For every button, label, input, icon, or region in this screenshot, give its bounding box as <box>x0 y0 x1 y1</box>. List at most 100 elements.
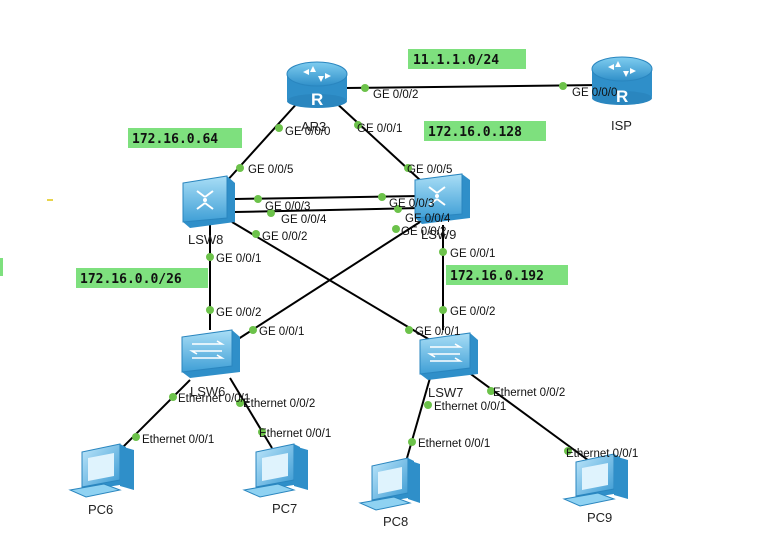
subnet-tag-ar3-lsw8: 172.16.0.64 <box>132 132 218 147</box>
port-label: GE 0/0/4 <box>281 214 327 226</box>
port-label: Ethernet 0/0/1 <box>434 401 506 413</box>
port-label: GE 0/0/2 <box>262 231 307 243</box>
links <box>119 84 601 466</box>
device-label-lsw6: LSW6 <box>190 384 225 399</box>
subnet-tag <box>446 265 568 285</box>
port-label: Ethernet 0/0/1 <box>142 434 214 446</box>
port-label: GE 0/0/0 <box>285 126 330 138</box>
port-label: GE 0/0/2 <box>450 306 495 318</box>
router-icon: R <box>591 56 653 106</box>
port-dot <box>169 393 177 401</box>
l3-switch-icon <box>182 175 235 228</box>
port-label: Ethernet 0/0/2 <box>243 398 315 410</box>
port-dot <box>132 433 140 441</box>
port-label: GE 0/0/3 <box>265 201 310 213</box>
pc-icon <box>68 443 134 498</box>
subnet-tag <box>408 49 526 69</box>
subnet-tags: 11.1.1.0/24 172.16.0.64 172.16.0.128 172… <box>0 49 568 288</box>
link-lsw6-pc7 <box>229 377 273 449</box>
port-dot <box>559 82 567 90</box>
port-label: GE 0/0/2 <box>373 89 418 101</box>
port-label: Ethernet 0/0/2 <box>493 387 565 399</box>
l3-switch-icon <box>414 173 470 224</box>
device-lsw7[interactable]: LSW7 <box>419 332 478 400</box>
link-lsw7-pc9 <box>467 371 593 464</box>
pc-icon <box>242 443 308 498</box>
port-dot <box>267 209 275 217</box>
port-dot <box>564 447 572 455</box>
port-dot <box>378 193 386 201</box>
port-dot <box>487 387 495 395</box>
device-isp[interactable]: R ISP <box>591 56 653 133</box>
pc-icon <box>358 457 420 511</box>
port-label: Ethernet 0/0/1 <box>566 448 638 460</box>
port-label: GE 0/0/3 <box>389 198 434 210</box>
device-label-pc6: PC6 <box>88 502 113 517</box>
subnet-tag <box>76 268 208 288</box>
port-label: GE 0/0/1 <box>357 123 402 135</box>
port-label: GE 0/0/1 <box>216 253 261 265</box>
pc-icon <box>562 453 628 507</box>
device-lsw6[interactable]: LSW6 <box>181 329 240 399</box>
device-pc8[interactable]: PC8 <box>358 457 420 529</box>
device-label-lsw9: LSW9 <box>421 227 456 242</box>
subnet-tag-lsw8-lsw6: 172.16.0.0/26 <box>80 272 182 287</box>
device-label-ar3: AR3 <box>301 119 326 134</box>
device-label-pc9: PC9 <box>587 510 612 525</box>
port-dot <box>275 124 283 132</box>
port-dot <box>258 428 266 436</box>
router-icon: R <box>286 61 348 109</box>
device-pc9[interactable]: PC9 <box>562 453 628 525</box>
port-dot <box>206 253 214 261</box>
port-label: Ethernet 0/0/1 <box>178 393 250 405</box>
link-lsw8-lsw9-g003 <box>234 195 421 200</box>
svg-text:R: R <box>616 87 628 106</box>
link-lsw8-lsw9-g004 <box>234 207 421 213</box>
port-label: GE 0/0/4 <box>405 213 451 225</box>
subnet-tag-lsw9-lsw7: 172.16.0.192 <box>450 269 544 284</box>
port-labels: GE 0/0/2 GE 0/0/0 GE 0/0/0 GE 0/0/1 GE 0… <box>142 87 638 460</box>
device-pc7[interactable]: PC7 <box>242 443 308 516</box>
port-dot <box>439 248 447 256</box>
port-dot <box>404 164 412 172</box>
subnet-tag <box>424 121 546 141</box>
edge-marker <box>0 258 3 276</box>
port-label: GE 0/0/5 <box>248 164 293 176</box>
link-lsw7-pc8 <box>404 377 431 466</box>
port-dot <box>424 401 432 409</box>
l2-switch-icon <box>181 329 240 378</box>
port-label: GE 0/0/2 <box>216 307 261 319</box>
port-label: GE 0/0/1 <box>450 248 495 260</box>
link-lsw9-lsw6 <box>231 221 421 344</box>
device-ar3[interactable]: R AR3 <box>286 61 348 134</box>
port-label: GE 0/0/1 <box>259 326 304 338</box>
port-dot <box>394 205 402 213</box>
port-label: Ethernet 0/0/1 <box>259 428 331 440</box>
device-pc6[interactable]: PC6 <box>68 443 134 517</box>
link-ar3-isp <box>344 84 601 89</box>
edge-marker <box>47 199 53 201</box>
device-label-pc7: PC7 <box>272 501 297 516</box>
link-lsw6-pc6 <box>119 379 191 451</box>
subnet-tag-ar3-lsw9: 172.16.0.128 <box>428 125 522 140</box>
port-label: GE 0/0/5 <box>407 164 452 176</box>
port-dot <box>408 438 416 446</box>
link-lsw8-lsw7 <box>231 221 431 341</box>
device-lsw9[interactable]: LSW9 <box>414 173 470 242</box>
device-lsw8[interactable]: LSW8 <box>182 175 235 247</box>
port-dot <box>206 306 214 314</box>
svg-text:R: R <box>311 90 323 109</box>
port-dots <box>132 82 572 455</box>
device-label-lsw8: LSW8 <box>188 232 223 247</box>
subnet-tag <box>128 128 242 148</box>
port-dot <box>354 121 362 129</box>
port-label: Ethernet 0/0/1 <box>418 438 490 450</box>
port-label: GE 0/0/2 <box>401 226 446 238</box>
device-label-lsw7: LSW7 <box>428 385 463 400</box>
device-label-pc8: PC8 <box>383 514 408 529</box>
port-label: GE 0/0/1 <box>415 326 460 338</box>
port-dot <box>439 306 447 314</box>
port-dot <box>236 399 244 407</box>
port-dot <box>249 326 257 334</box>
